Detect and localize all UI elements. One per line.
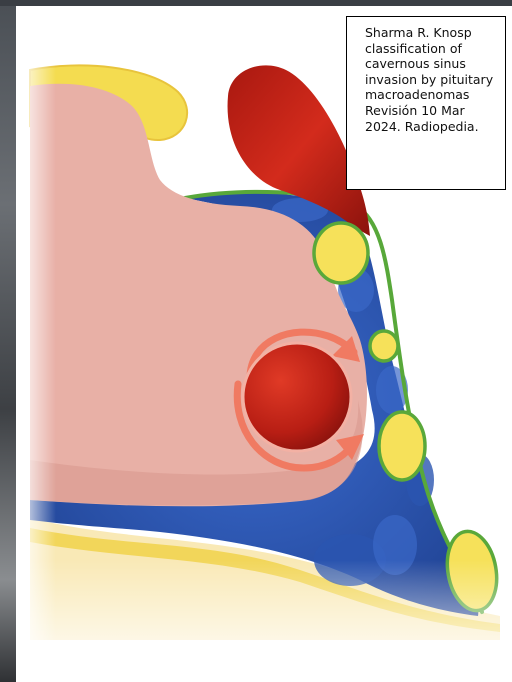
oculomotor-nerve [314,223,368,283]
abducens-nerve [379,412,425,480]
internal-carotid-artery [243,343,351,451]
bottom-fade [16,560,512,682]
citation-box: Sharma R. Knosp classification of cavern… [346,16,506,190]
trochlear-nerve [370,331,398,361]
left-fade [16,60,56,640]
